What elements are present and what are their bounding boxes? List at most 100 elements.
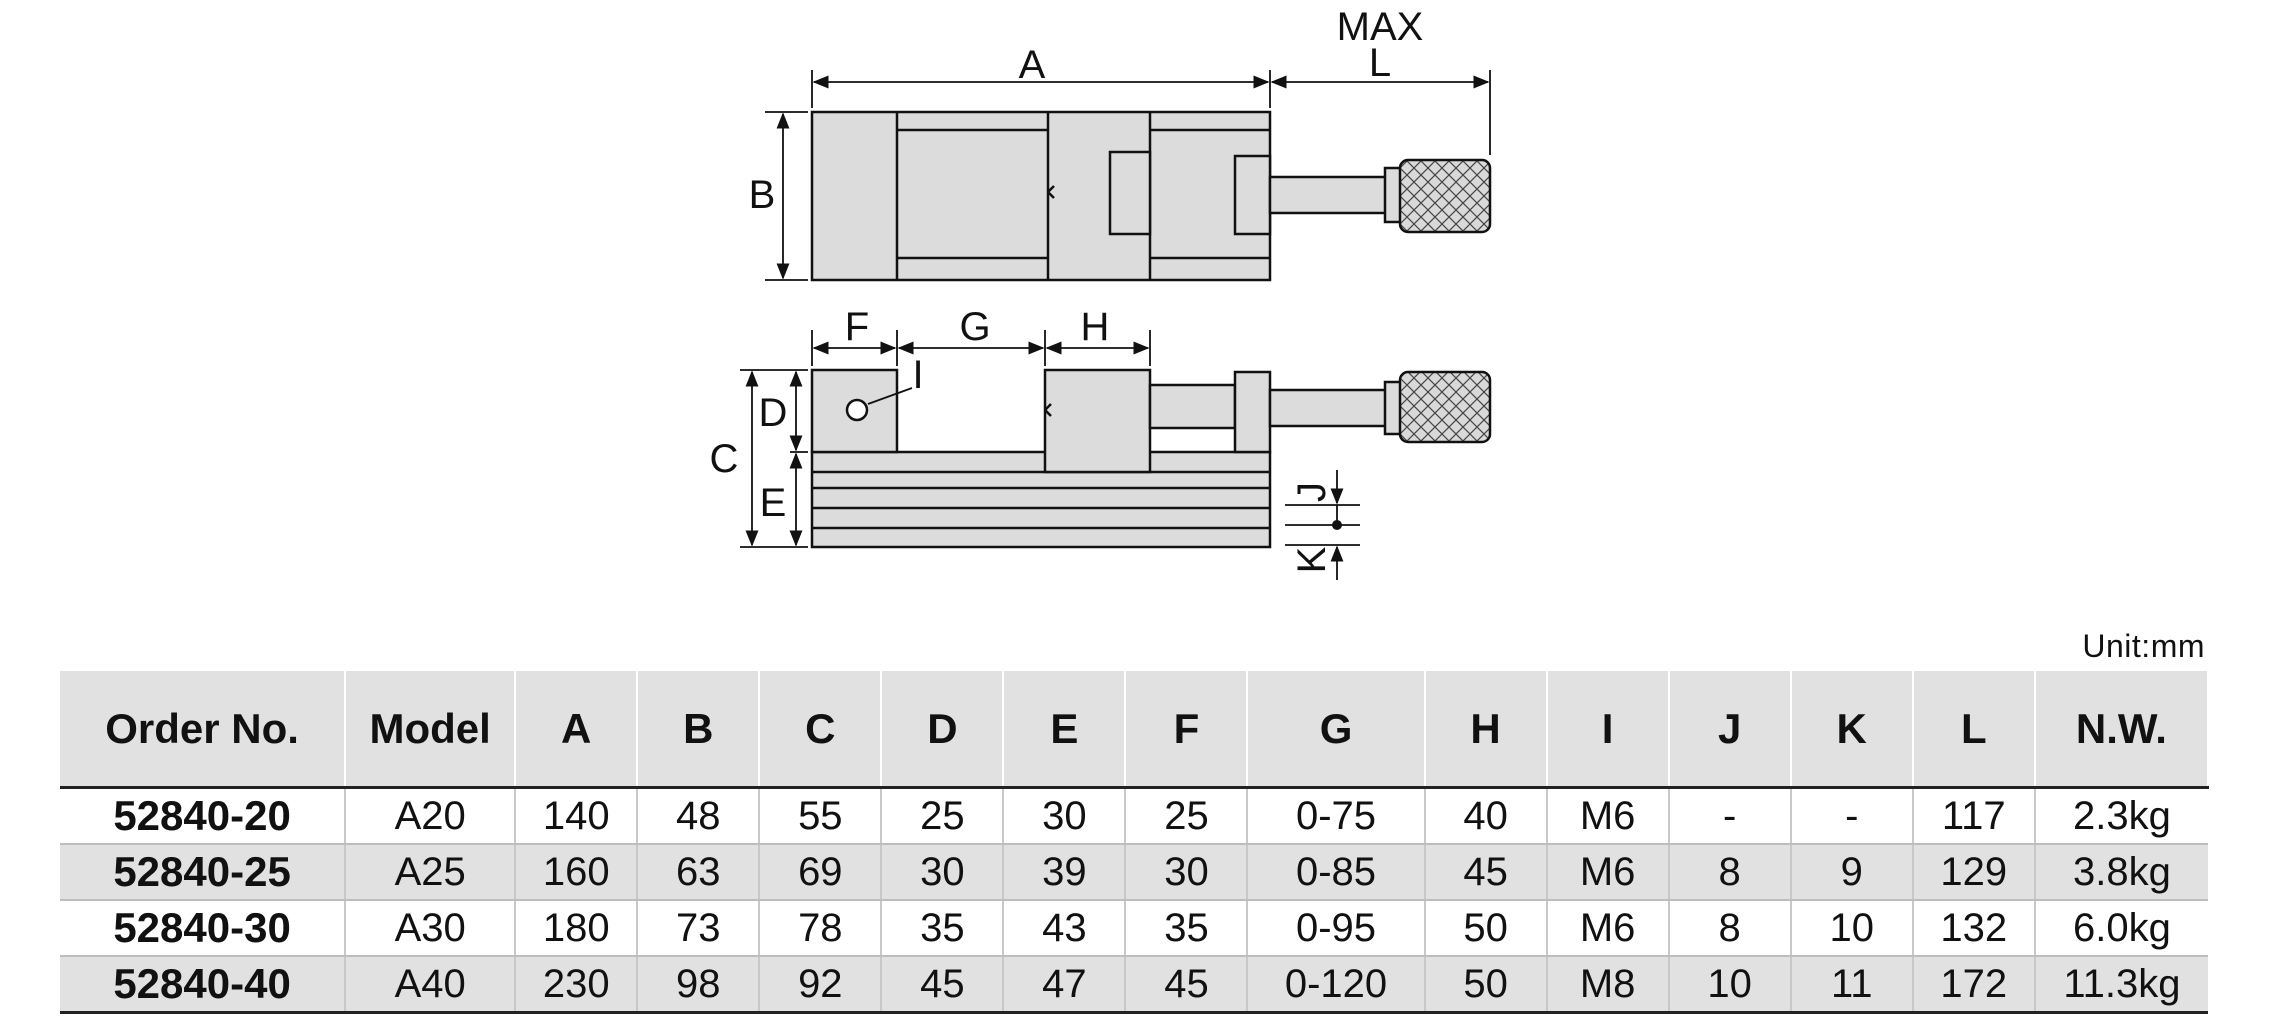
table-cell: 2.3kg xyxy=(2033,787,2208,845)
table-cell: 25 xyxy=(880,787,1004,845)
label-I: I xyxy=(912,353,923,397)
header-A: A xyxy=(514,671,639,789)
label-B: B xyxy=(749,173,776,217)
table-cell: 8 xyxy=(1667,844,1791,901)
table-cell: 92 xyxy=(758,956,882,1014)
table-cell: 25 xyxy=(1124,787,1248,845)
table-cell: 39 xyxy=(1002,844,1126,901)
header-J: J xyxy=(1667,671,1792,789)
movable-jaw xyxy=(1043,368,1152,474)
table-cell: 63 xyxy=(636,844,760,901)
table-row: 52840-25 A25 160 63 69 30 39 30 0-85 45 … xyxy=(60,844,2208,901)
table-cell: 10 xyxy=(1789,900,1913,957)
table-cell: 50 xyxy=(1423,900,1547,957)
table-cell: A30 xyxy=(344,900,516,957)
label-J: J xyxy=(1290,482,1334,502)
table-cell: 117 xyxy=(1911,787,2035,845)
table-cell: M6 xyxy=(1545,787,1669,845)
table-cell: 30 xyxy=(1124,844,1248,901)
table-cell: 0-95 xyxy=(1246,900,1425,957)
header-D: D xyxy=(880,671,1005,789)
table-cell: 172 xyxy=(1911,956,2035,1014)
header-I: I xyxy=(1545,671,1670,789)
table-cell: 45 xyxy=(1423,844,1547,901)
table-cell: 35 xyxy=(880,900,1004,957)
top-view-body xyxy=(810,110,1272,282)
table-cell: 0-75 xyxy=(1246,787,1425,845)
table-cell: 30 xyxy=(1002,787,1126,845)
table-cell: 47 xyxy=(1002,956,1126,1014)
table-cell: 40 xyxy=(1423,787,1547,845)
top-view xyxy=(810,110,1492,282)
header-nw: N.W. xyxy=(2033,671,2210,789)
front-view-base xyxy=(810,450,1272,549)
table-cell-order-no: 52840-30 xyxy=(60,900,346,957)
table-cell: 0-120 xyxy=(1246,956,1425,1014)
table-cell: 3.8kg xyxy=(2033,844,2208,901)
table-cell: - xyxy=(1667,787,1791,845)
front-view-knob-icon xyxy=(1398,370,1492,444)
front-view-screw xyxy=(1268,388,1392,428)
top-view-screw xyxy=(1268,175,1392,215)
table-cell: 45 xyxy=(880,956,1004,1014)
header-B: B xyxy=(636,671,761,789)
table-cell: 10 xyxy=(1667,956,1791,1014)
table-cell: 0-85 xyxy=(1246,844,1425,901)
table-cell: 69 xyxy=(758,844,882,901)
table-cell: 140 xyxy=(514,787,638,845)
label-H: H xyxy=(1081,305,1110,349)
table-cell: 35 xyxy=(1124,900,1248,957)
header-C: C xyxy=(758,671,883,789)
table-row: 52840-40 A40 230 98 92 45 47 45 0-120 50… xyxy=(60,956,2208,1014)
table-cell: 11 xyxy=(1789,956,1913,1014)
table-row: 52840-20 A20 140 48 55 25 30 25 0-75 40 … xyxy=(60,787,2208,845)
center-point-icon xyxy=(1332,520,1342,530)
table-cell: 230 xyxy=(514,956,638,1014)
table-cell: 11.3kg xyxy=(2033,956,2208,1014)
table-row: 52840-30 A30 180 73 78 35 43 35 0-95 50 … xyxy=(60,900,2208,957)
header-K: K xyxy=(1789,671,1914,789)
label-K: K xyxy=(1290,546,1334,573)
vise-technical-drawing: MAX L A B F G H I C D E J K xyxy=(710,5,1492,580)
label-L: L xyxy=(1369,41,1391,85)
header-E: E xyxy=(1002,671,1127,789)
dimension-lines xyxy=(740,70,1491,580)
table-cell: 30 xyxy=(880,844,1004,901)
table-cell: 55 xyxy=(758,787,882,845)
table-cell: - xyxy=(1789,787,1913,845)
table-cell: A20 xyxy=(344,787,516,845)
table-cell: 180 xyxy=(514,900,638,957)
table-cell: 8 xyxy=(1667,900,1791,957)
label-E: E xyxy=(760,481,787,525)
table-cell: 9 xyxy=(1789,844,1913,901)
table-cell-order-no: 52840-40 xyxy=(60,956,346,1014)
header-G: G xyxy=(1246,671,1426,789)
specification-table: Order No. Model A B C D E F G H I J K L … xyxy=(60,671,2210,1014)
header-model: Model xyxy=(344,671,517,789)
table-cell: A25 xyxy=(344,844,516,901)
table-cell: M6 xyxy=(1545,844,1669,901)
table-cell: 98 xyxy=(636,956,760,1014)
table-cell-order-no: 52840-20 xyxy=(60,787,346,845)
label-C: C xyxy=(710,437,739,481)
header-L: L xyxy=(1911,671,2036,789)
header-order-no: Order No. xyxy=(60,671,347,789)
label-G: G xyxy=(959,305,990,349)
hole-icon xyxy=(845,398,869,422)
table-cell: 45 xyxy=(1124,956,1248,1014)
header-F: F xyxy=(1124,671,1249,789)
table-cell: 6.0kg xyxy=(2033,900,2208,957)
table-cell: 160 xyxy=(514,844,638,901)
table-cell: 73 xyxy=(636,900,760,957)
table-cell: 43 xyxy=(1002,900,1126,957)
label-D: D xyxy=(759,391,788,435)
table-cell-order-no: 52840-25 xyxy=(60,844,346,901)
table-cell: 78 xyxy=(758,900,882,957)
table-cell: A40 xyxy=(344,956,516,1014)
table-cell: 50 xyxy=(1423,956,1547,1014)
table-cell: M6 xyxy=(1545,900,1669,957)
label-F: F xyxy=(845,305,869,349)
label-max: MAX xyxy=(1337,5,1424,49)
table-cell: 48 xyxy=(636,787,760,845)
table-cell: 132 xyxy=(1911,900,2035,957)
